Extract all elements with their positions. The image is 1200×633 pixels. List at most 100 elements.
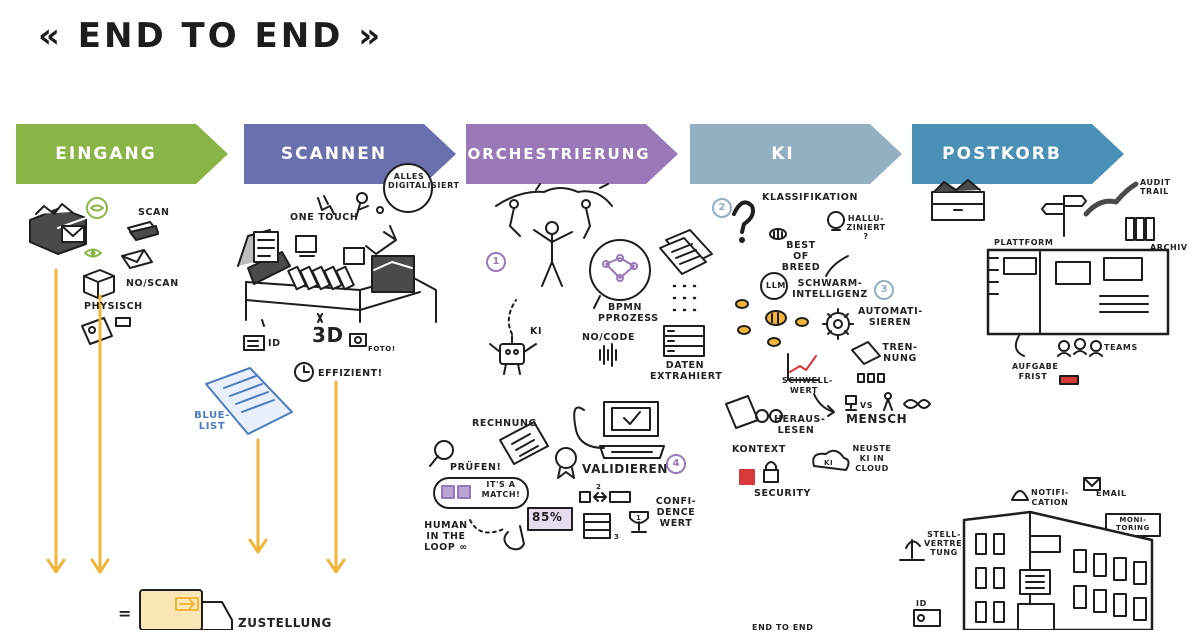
- database-icon: [663, 325, 705, 357]
- arrow-down-scan-icon: [317, 313, 323, 323]
- bee-swarm-icon: [735, 299, 809, 347]
- split-documents-icon: [851, 341, 885, 383]
- waveform-icon: [599, 343, 617, 367]
- clock-icon: [294, 362, 314, 382]
- package-icon: [83, 269, 115, 299]
- label-monitoring: MONI-TORING: [1116, 516, 1150, 532]
- dashed-connector-icon: [507, 299, 517, 335]
- mail-box-icon: [29, 203, 87, 255]
- badge-3: 3: [874, 280, 894, 300]
- label-ki-robot: KI: [530, 326, 543, 337]
- badge-4: 4: [666, 454, 686, 474]
- camera-icon: [349, 333, 367, 347]
- label-schwarm-intelligenz: SCHWARM-INTELLIGENZ: [792, 278, 868, 300]
- stage-ki-arrow: [690, 124, 902, 184]
- trophy-icon: [629, 511, 649, 533]
- noscan-letter-icon: [121, 249, 153, 269]
- inbox-tray-icon: [931, 179, 985, 221]
- label-seq-2: 2: [596, 483, 602, 491]
- stage-eingang-label: EINGANG: [55, 144, 157, 164]
- dots-grid-icon: [672, 284, 697, 312]
- label-vs: VS: [860, 401, 874, 410]
- documents-stack-icon: [659, 229, 713, 275]
- label-zustellung: ZUSTELLUNG: [238, 616, 332, 630]
- label-email: EMAIL: [1096, 489, 1127, 498]
- loop-dashed-icon: [469, 519, 507, 534]
- deadline-flag-icon: [1059, 375, 1079, 385]
- stage-postkorb: POSTKORB: [912, 124, 1124, 184]
- gear-icon: [822, 308, 854, 340]
- hand-touch-icon: [503, 525, 525, 551]
- label-automatisieren: AUTOMATI-SIEREN: [858, 306, 923, 328]
- label-audit-trail: AUDIT TRAIL: [1140, 178, 1171, 196]
- teams-people-icon: [1057, 338, 1103, 357]
- label-noscan: NO/SCAN: [126, 278, 179, 289]
- certificate-seal-icon: [555, 447, 577, 479]
- label-notification: NOTIFI-CATION: [1031, 488, 1069, 507]
- llm-bubble-icon: [760, 272, 788, 300]
- label-seq-3: 3: [614, 533, 620, 541]
- email-icon: [1083, 477, 1101, 491]
- lightbulb-icon: [827, 211, 845, 231]
- label-alles-digitalisiert: ALLES DIGITALISIERT: [388, 172, 460, 190]
- stage-scannen-label: SCANNEN: [280, 144, 388, 164]
- orchestra-conductor-icon: [495, 183, 613, 287]
- invoice-document-icon: [499, 421, 549, 465]
- sequence-icon: [579, 491, 631, 503]
- bell-icon: [1011, 490, 1029, 501]
- orange-arrow-1: [46, 268, 66, 574]
- label-ki-cloud-icon: KI: [824, 459, 834, 467]
- badge-1: 1: [486, 252, 506, 272]
- stage-eingang: EINGANG: [16, 124, 228, 184]
- label-foto: FOTO!: [368, 345, 396, 353]
- label-blue-list: BLUE-LIST: [194, 410, 230, 432]
- label-mensch: MENSCH: [846, 412, 908, 426]
- palm-island-icon: [899, 539, 925, 561]
- stage-orchestrierung: ORCHESTRIERUNG: [466, 124, 678, 184]
- eye-icon: [84, 248, 102, 258]
- magnifier-icon: [429, 440, 454, 467]
- thought-bubble-icon: [376, 163, 433, 214]
- label-herauslesen: HERAUS-LESEN: [774, 414, 826, 436]
- stage-ki: KI: [690, 124, 902, 184]
- orange-arrow-3: [248, 438, 268, 554]
- label-bpmn: BPMN PPROZESS: [598, 302, 659, 324]
- label-effizient: EFFIZIENT!: [318, 368, 383, 379]
- label-security: SECURITY: [754, 488, 812, 499]
- platform-screen-icon: [986, 248, 1170, 336]
- label-3d: 3D: [312, 323, 344, 347]
- label-archiv: ARCHIV: [1150, 243, 1188, 252]
- label-id-badge: ID: [916, 599, 927, 608]
- label-schwellwert: SCHWELL-WERT: [782, 376, 833, 395]
- label-aufgabe-frist: AUFGABE FRIST: [1012, 362, 1059, 381]
- label-human-in-the-loop: HUMAN IN THE LOOP ∞: [424, 520, 468, 553]
- label-its-a-match: IT'S A MATCH!: [481, 480, 521, 499]
- id-badge-icon: [913, 609, 941, 627]
- one-touch-hand-icon: [317, 195, 335, 215]
- scan-letter-icon: [127, 221, 159, 241]
- arrow-curve-icon: [813, 393, 835, 417]
- label-validieren: VALIDIEREN: [582, 462, 668, 476]
- label-rechnung: RECHNUNG: [472, 418, 537, 429]
- robot-icon: [489, 335, 537, 375]
- badge-2: 2: [712, 198, 732, 218]
- label-llm: LLM: [766, 281, 786, 290]
- label-confidence-wert: CONFI-DENCE WERT: [655, 496, 697, 529]
- monitor-check-icon: [573, 401, 665, 459]
- arrow-down-icon: [825, 255, 849, 277]
- label-plattform: PLATTFORM: [994, 238, 1054, 247]
- signpost-icon: [1041, 181, 1139, 237]
- stage-postkorb-arrow: [912, 124, 1124, 184]
- label-stellvertretung: STELL-VERTRE-TUNG: [924, 530, 967, 557]
- threshold-chart-icon: [787, 353, 819, 381]
- label-pruefen: PRÜFEN!: [450, 462, 502, 473]
- label-teams: TEAMS: [1104, 343, 1138, 352]
- stage-orchestrierung-label: ORCHESTRIERUNG: [467, 145, 651, 163]
- person-scanning-icon: [355, 192, 369, 219]
- cloud-ki-icon: [812, 449, 850, 471]
- stage-eingang-arrow: [16, 124, 228, 184]
- percentage-box-icon: [527, 507, 573, 531]
- bpmn-bubble-icon: [589, 239, 651, 309]
- page-title: « END TO END »: [38, 16, 384, 56]
